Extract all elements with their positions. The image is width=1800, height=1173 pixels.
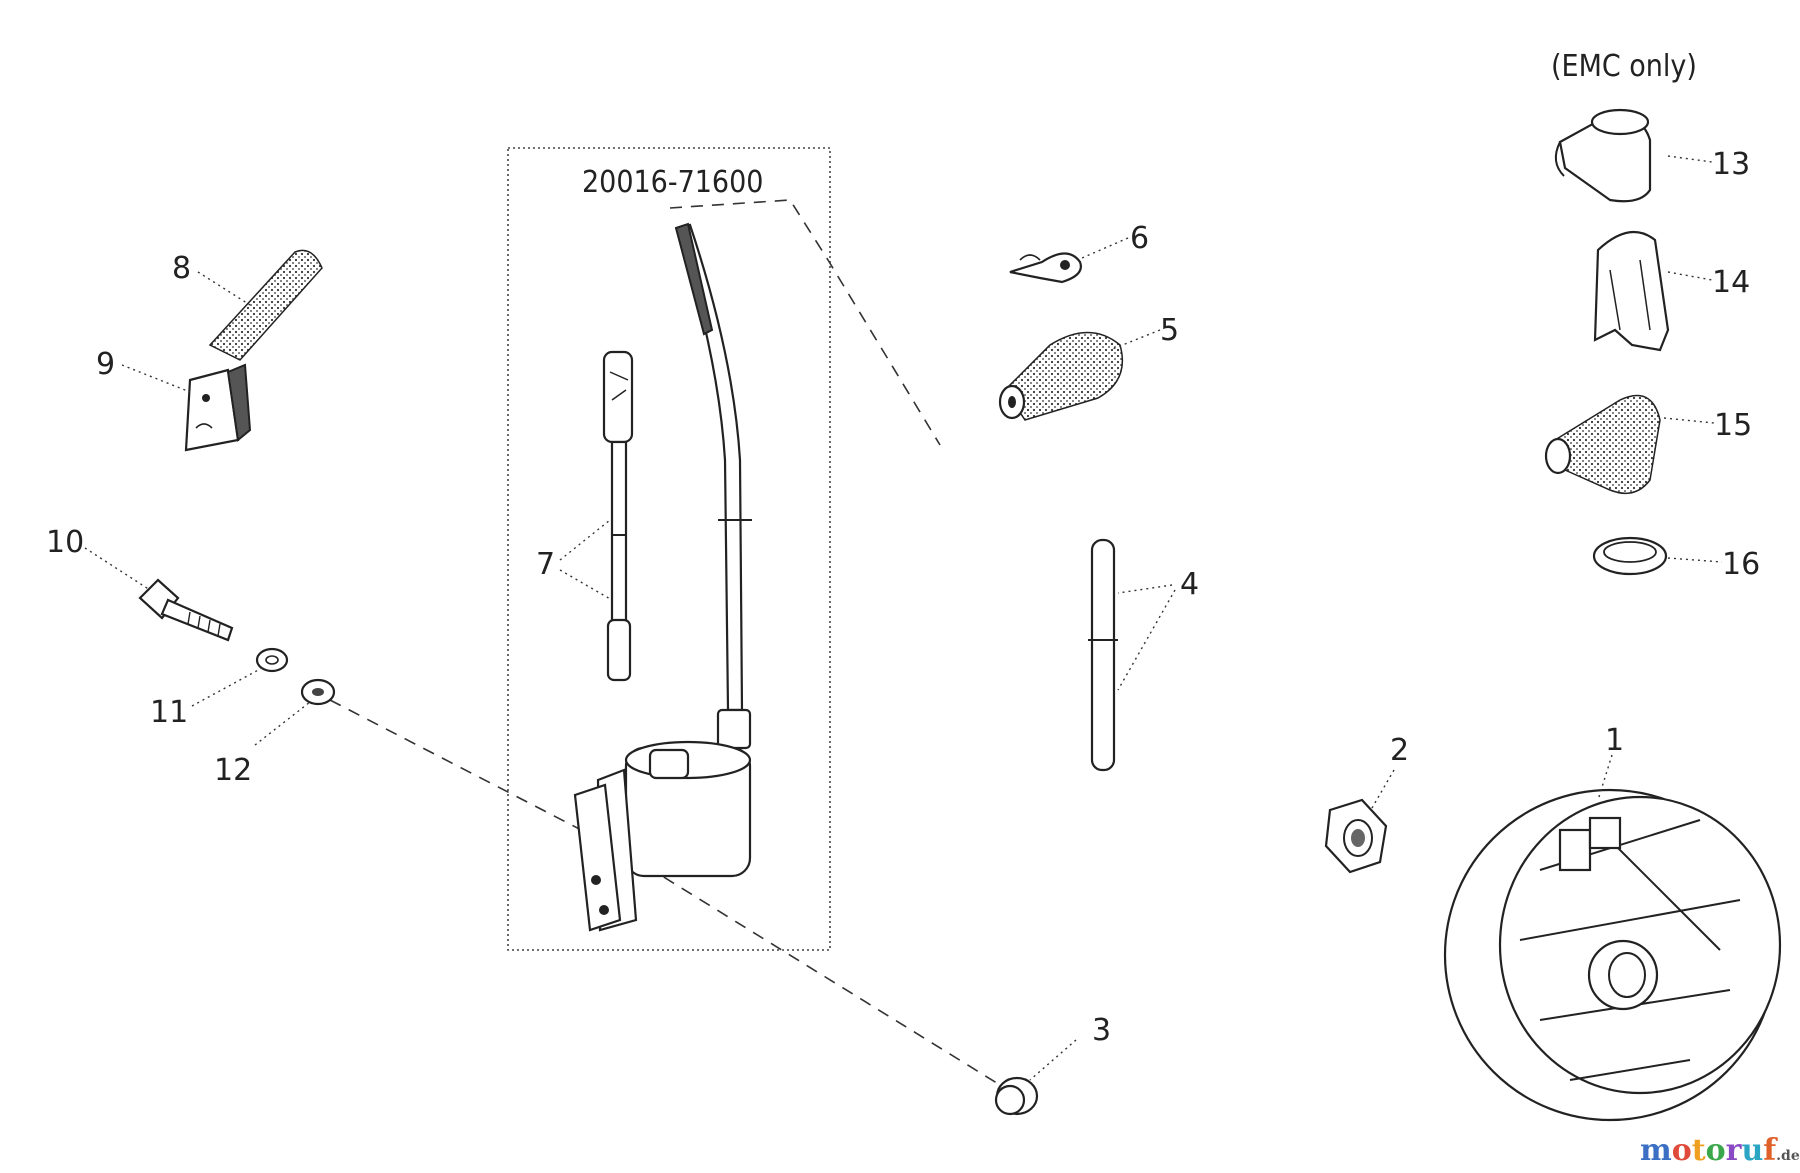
watermark-letter: o [1672, 1133, 1692, 1168]
leader-7a [559, 519, 611, 561]
watermark-letter: f [1763, 1133, 1778, 1168]
callout-4: 4 [1180, 567, 1199, 602]
part-1-flywheel [1443, 788, 1782, 1122]
callout-15: 15 [1714, 408, 1752, 443]
callout-12: 12 [214, 753, 252, 788]
callout-10: 10 [46, 525, 84, 560]
part-14-boot-cover [1593, 230, 1670, 352]
ignition-coil [573, 222, 752, 932]
callout-7: 7 [536, 547, 555, 582]
leader-8 [197, 271, 251, 306]
leader-12 [254, 701, 311, 746]
callout-8: 8 [172, 251, 191, 286]
leader-10 [84, 547, 151, 591]
leader-6 [1081, 237, 1129, 259]
callout-16: 16 [1722, 547, 1760, 582]
part-13-clip-cap [1554, 108, 1652, 203]
part-16-ring [1592, 536, 1668, 576]
leader-7b [559, 569, 613, 601]
assembly-part-number: 20016-71600 [582, 165, 763, 200]
leader-4a [1117, 584, 1173, 594]
part-11-lock-washer [255, 647, 289, 673]
callout-6: 6 [1130, 221, 1149, 256]
part-8-boot [208, 249, 323, 361]
watermark-letter: o [1706, 1133, 1726, 1168]
ground-wire [602, 350, 634, 682]
part-4-tube [1088, 538, 1118, 772]
part-9-terminal [184, 363, 252, 452]
dash-line-coil-to-cap [669, 199, 941, 446]
leader-4b [1117, 589, 1176, 691]
watermark-letter: r [1726, 1133, 1743, 1168]
part-5-plug-cap [998, 331, 1124, 421]
callout-3: 3 [1092, 1013, 1111, 1048]
watermark-logo: motoruf.de [1640, 1133, 1800, 1168]
callout-1: 1 [1605, 723, 1624, 758]
leader-9 [121, 364, 191, 393]
leader-3 [1029, 1039, 1077, 1081]
callout-11: 11 [150, 695, 188, 730]
callout-13: 13 [1712, 147, 1750, 182]
watermark-letter: t [1692, 1133, 1706, 1168]
part-15-plug-cap-emc [1544, 394, 1661, 495]
part-2-nut [1324, 798, 1388, 874]
callout-2: 2 [1390, 733, 1409, 768]
watermark-letter: m [1640, 1133, 1672, 1168]
part-10-bolt [138, 578, 234, 642]
leader-15 [1663, 417, 1715, 424]
leader-11 [191, 667, 263, 707]
watermark-suffix: .de [1776, 1148, 1800, 1164]
callout-14: 14 [1712, 265, 1750, 300]
leader-1 [1597, 754, 1613, 801]
leader-16 [1667, 557, 1723, 563]
callout-9: 9 [96, 347, 115, 382]
emc-only-note: (EMC only) [1551, 49, 1697, 84]
leader-13 [1667, 155, 1713, 163]
part-12-washer [300, 678, 336, 706]
leader-2 [1371, 769, 1395, 809]
part-3-spacer [994, 1076, 1039, 1116]
svg-text:motoruf.de: motoruf.de [1640, 1133, 1800, 1168]
leader-14 [1667, 271, 1713, 281]
watermark-letter: u [1741, 1133, 1763, 1168]
assembly-box [507, 147, 831, 951]
part-6-spring-clip [1009, 252, 1082, 284]
callout-5: 5 [1160, 313, 1179, 348]
